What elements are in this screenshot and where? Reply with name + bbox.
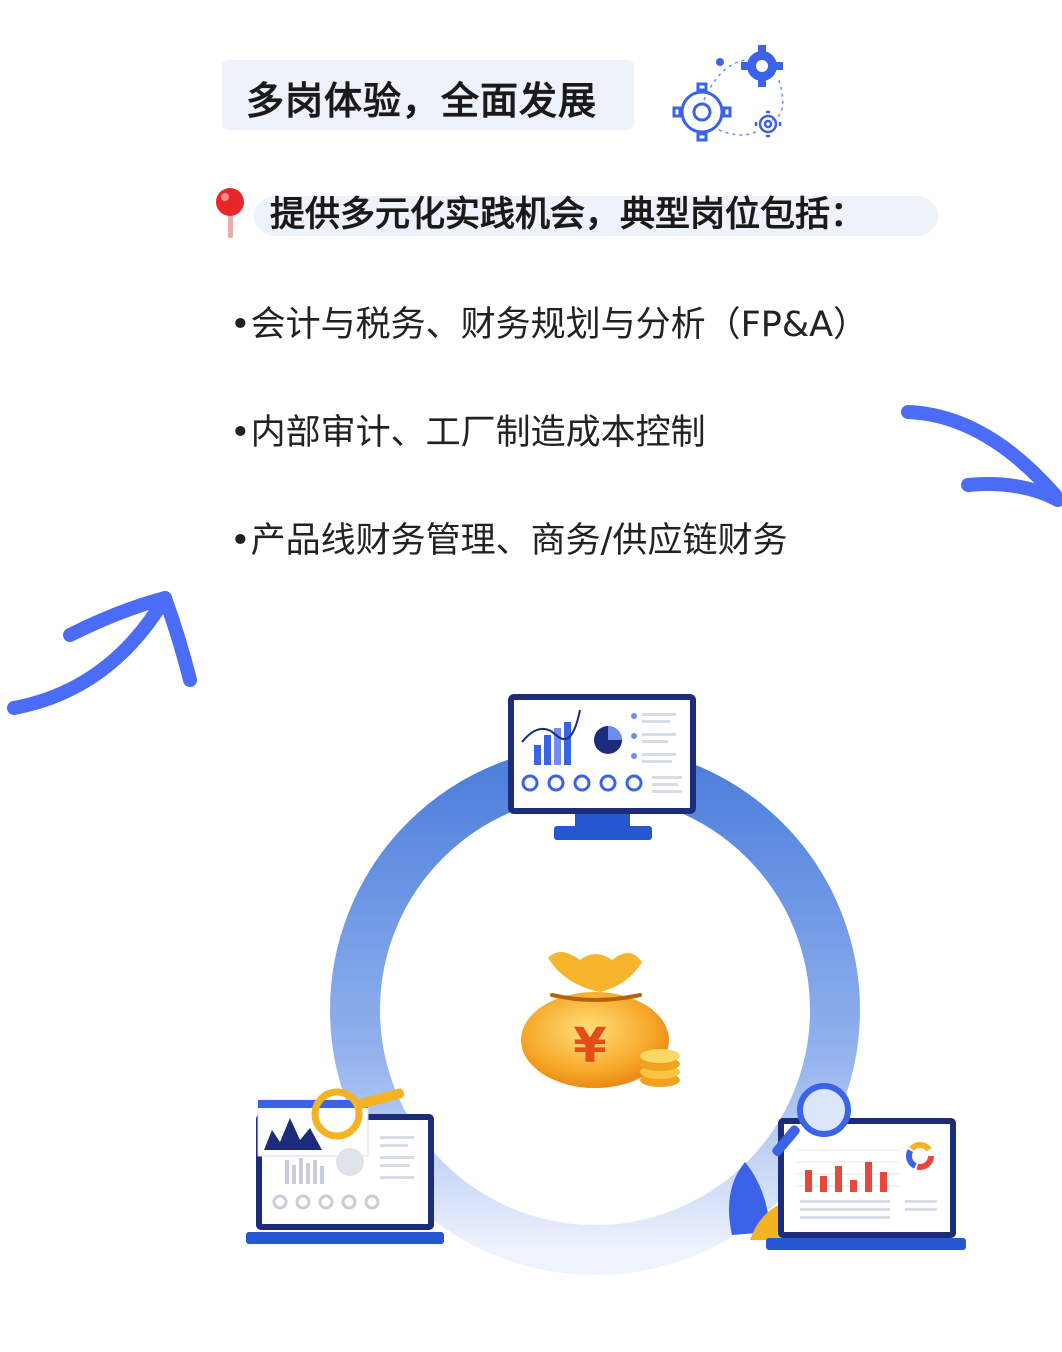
currency-symbol: ¥ <box>573 1018 606 1074</box>
section-title: 多岗体验，全面发展 <box>246 79 598 123</box>
curved-arrow-right-icon <box>901 405 1062 507</box>
monitor-icon <box>508 694 696 840</box>
magnifier-icon <box>311 1088 405 1140</box>
intro-text: 提供多元化实践机会，典型岗位包括： <box>270 195 866 235</box>
subtitle-highlight <box>254 196 938 236</box>
gear-icon <box>672 45 784 142</box>
role-item-2: •内部审计、工厂制造成本控制 <box>230 413 706 453</box>
role-item-3: •产品线财务管理、商务/供应链财务 <box>230 521 788 561</box>
laptop-icon <box>728 1083 966 1250</box>
role-item-1: •会计与税务、财务规划与分析（FP&A） <box>230 305 869 345</box>
curved-arrow-left-icon <box>7 591 197 715</box>
money-bag-icon: ¥ <box>521 951 680 1088</box>
magnifier-icon <box>772 1083 851 1157</box>
laptop-icon <box>246 1088 444 1244</box>
title-tag-background <box>222 60 634 130</box>
location-pin-icon <box>216 188 244 238</box>
